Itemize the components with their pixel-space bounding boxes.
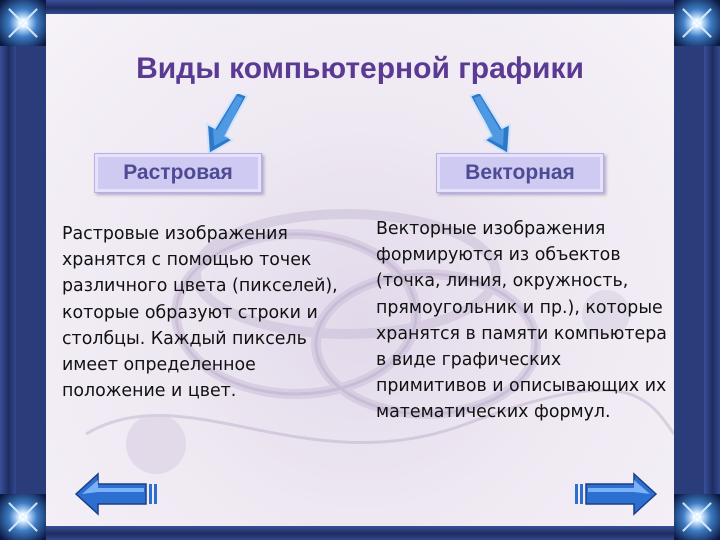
back-button[interactable] — [74, 472, 160, 516]
corner-star-top-left — [0, 0, 46, 46]
raster-graphics-description: Растровые изображения хранятся с помощью… — [62, 224, 338, 402]
arrow-left-icon — [74, 472, 157, 516]
frame-bottom-bar — [0, 526, 720, 540]
background-decoration — [85, 209, 674, 474]
corner-star-top-right — [674, 0, 720, 46]
frame-left-bar — [0, 0, 16, 540]
vector-graphics-label: Векторная — [436, 153, 604, 193]
frame-right-bar — [704, 0, 720, 540]
arrow-right-icon — [575, 472, 658, 516]
frame-top-bar — [0, 0, 720, 14]
raster-graphics-label: Растровая — [94, 153, 262, 193]
corner-star-bottom-right — [674, 494, 720, 540]
forward-button[interactable] — [572, 472, 658, 516]
arrow-down-left-icon — [206, 94, 248, 155]
slide-title: Виды компьютерной графики — [136, 52, 584, 85]
corner-star-bottom-left — [0, 494, 46, 540]
vector-graphics-description: Векторные изображения формируются из объ… — [376, 219, 667, 423]
slide-content: Виды компьютерной графики Растровая Вект… — [46, 14, 674, 526]
arrow-down-right-icon — [469, 94, 511, 155]
